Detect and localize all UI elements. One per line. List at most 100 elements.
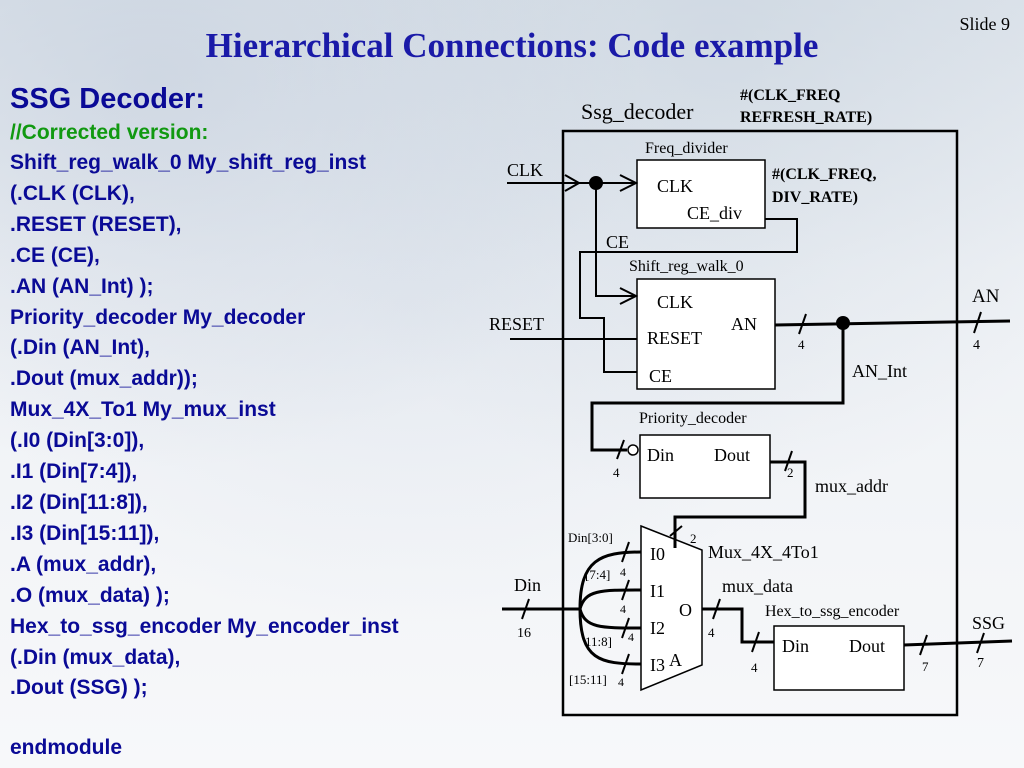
din-11-8-label: 11:8]	[585, 634, 612, 649]
freq-divider-params-line1: #(CLK_FREQ,	[772, 166, 876, 183]
reset-signal-label: RESET	[489, 314, 544, 334]
mux-data-signal-label: mux_data	[722, 576, 793, 596]
priority-decoder-box	[639, 434, 771, 499]
shift-reg-reset-port: RESET	[647, 328, 702, 348]
din-width: 16	[517, 626, 531, 641]
an-int-bus	[590, 323, 845, 452]
an-int-signal-label: AN_Int	[852, 361, 907, 381]
code-line: .O (mux_data) );	[10, 583, 170, 607]
decoder-out-width-slash	[784, 450, 793, 472]
code-line: .AN (AN_Int) );	[10, 274, 154, 298]
ssg-bus	[903, 639, 1013, 647]
din-signal-label: Din	[514, 575, 541, 595]
mux-i2-port: I2	[650, 618, 665, 638]
enc-out-width-slash	[919, 634, 928, 656]
code-line: (.Din (AN_Int),	[10, 336, 150, 360]
i2-width: 4	[628, 630, 634, 644]
decoder-in-width-slash	[616, 439, 625, 460]
enc-in-width-slash	[751, 631, 760, 653]
an-signal-label: AN	[972, 286, 1000, 307]
code-line: .I3 (Din[15:11]),	[10, 521, 160, 545]
mux-a-port: A	[669, 650, 682, 670]
freq-divider-label: Freq_divider	[645, 140, 728, 157]
module-params-line2: REFRESH_RATE)	[740, 109, 872, 126]
din-3-0-label: Din[3:0]	[568, 530, 613, 545]
code-line: .CE (CE),	[10, 243, 100, 267]
i2-width-slash	[621, 617, 630, 639]
ssg-decoder-module-box	[561, 129, 959, 717]
code-line: .I2 (Din[11:8]),	[10, 490, 148, 514]
shift-reg-an-port: AN	[731, 314, 757, 334]
mux-data-bus	[702, 607, 774, 644]
an-int-width: 4	[798, 337, 805, 352]
i1-width: 4	[620, 602, 626, 616]
code-line: (.Din (mux_data),	[10, 645, 181, 669]
code-comment: //Corrected version:	[10, 121, 209, 144]
code-line: Hex_to_ssg_encoder My_encoder_inst	[10, 614, 399, 638]
i3-width: 4	[618, 675, 624, 689]
code-line: .Dout (SSG) );	[10, 676, 148, 700]
mux-i1-port: I1	[650, 581, 665, 601]
an-width: 4	[973, 338, 980, 353]
code-line: .I1 (Din[7:4]),	[10, 460, 138, 484]
mux-i0-port: I0	[650, 544, 665, 564]
mux-shape	[640, 524, 703, 692]
encoder-dout-port: Dout	[849, 636, 885, 656]
module-params-line1: #(CLK_FREQ	[740, 87, 840, 104]
shift-reg-box	[636, 278, 776, 390]
encoder-din-port: Din	[782, 636, 809, 656]
code-heading: SSG Decoder:	[10, 83, 205, 115]
ce-wire	[579, 218, 798, 373]
clk-junction-dot	[589, 176, 603, 190]
i1-width-slash	[621, 579, 630, 601]
freq-divider-params-line2: DIV_RATE)	[772, 189, 858, 206]
mux-out-width-slash	[712, 598, 721, 620]
mux-addr-bus	[673, 460, 807, 548]
din-fanout-wires	[578, 550, 642, 666]
encoder-label: Hex_to_ssg_encoder	[765, 603, 900, 620]
an-bus	[774, 319, 1011, 327]
code-line: .A (mux_addr),	[10, 552, 157, 576]
decoder-out-width: 2	[787, 465, 794, 480]
code-line: Mux_4X_To1 My_mux_inst	[10, 398, 276, 422]
freq-divider-ce-div-port: CE_div	[687, 203, 742, 223]
clk-wires	[507, 174, 639, 305]
code-listing: SSG Decoder: //Corrected version: Shift_…	[10, 80, 510, 759]
ssg-width-slash	[976, 632, 985, 654]
code-line: (.I0 (Din[3:0]),	[10, 429, 145, 453]
decoder-input-bubble	[627, 444, 639, 456]
an-int-width-slash	[798, 313, 807, 335]
din-15-11-label: [15:11]	[569, 672, 607, 687]
priority-decoder-din-port: Din	[647, 445, 674, 465]
mux-addr-signal-label: mux_addr	[815, 476, 888, 496]
mux-sel-width: 2	[690, 531, 697, 546]
mux-sel-width-slash	[669, 525, 683, 537]
shift-reg-clk-port: CLK	[657, 292, 693, 312]
slide-title: Hierarchical Connections: Code example	[205, 26, 819, 65]
mux-o-port: O	[679, 600, 692, 620]
code-line: Priority_decoder My_decoder	[10, 305, 306, 329]
freq-divider-clk-port: CLK	[657, 176, 693, 196]
ssg-width: 7	[977, 656, 984, 671]
enc-out-width: 7	[922, 659, 929, 674]
i0-width: 4	[620, 565, 626, 579]
ce-signal-label: CE	[606, 232, 629, 252]
i0-width-slash	[621, 541, 630, 563]
i3-width-slash	[621, 653, 630, 675]
mux-out-width: 4	[708, 625, 715, 640]
din-width-slash	[521, 598, 530, 620]
shift-reg-label: Shift_reg_walk_0	[629, 258, 744, 275]
clk-signal-label: CLK	[507, 160, 543, 180]
encoder-box	[773, 625, 905, 691]
code-line: .Dout (mux_addr));	[10, 367, 198, 391]
an-width-slash	[973, 311, 982, 334]
enc-in-width: 4	[751, 660, 758, 675]
code-line: .RESET (RESET),	[10, 212, 182, 236]
shift-reg-ce-port: CE	[649, 366, 672, 386]
mux-label: Mux_4X_4To1	[708, 542, 819, 562]
code-endmodule: endmodule	[10, 736, 123, 759]
code-line: Shift_reg_walk_0 My_shift_reg_inst	[10, 151, 366, 174]
din-7-4-label: [7:4]	[585, 567, 610, 582]
priority-decoder-label: Priority_decoder	[639, 410, 747, 427]
